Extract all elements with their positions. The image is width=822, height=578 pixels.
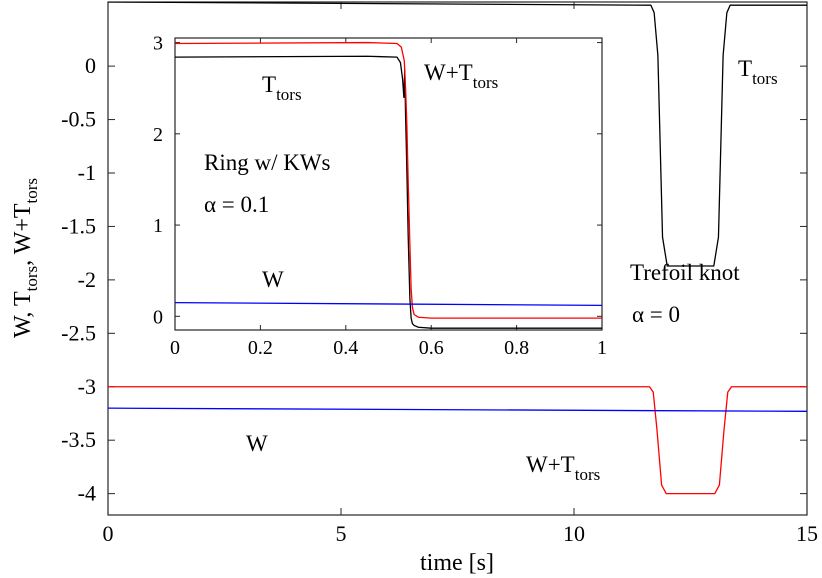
label-wttors-inset: W+Ttors (424, 60, 498, 92)
inset-series (175, 41, 602, 329)
label-ttors-inset-base: T (262, 72, 276, 97)
label-ttors-inset: Ttors (262, 72, 302, 104)
label-alpha-inset: α = 0.1 (204, 192, 269, 217)
y-axis-title-part1: W, T (10, 291, 36, 338)
main-series (108, 2, 807, 495)
main-ytick-label: -4 (78, 481, 96, 506)
y-axis-title-part2: , W+T (10, 203, 36, 266)
inset-series-line-1 (175, 41, 602, 319)
inset-series-line-2 (175, 301, 602, 307)
main-ytick-label: -3 (78, 374, 96, 399)
label-ttors-main: Ttors (738, 56, 778, 88)
main-ytick-label: -1 (78, 160, 96, 185)
inset-xtick-label: 0.4 (333, 337, 358, 359)
inset-ytick-label: 2 (153, 124, 163, 146)
main-xtick-label: 10 (563, 521, 585, 546)
inset-xtick-label: 0 (170, 337, 180, 359)
main-ytick-label: -2 (78, 267, 96, 292)
inset-ytick-label: 0 (153, 306, 163, 328)
label-wttors-inset-sub: tors (473, 73, 499, 92)
main-ytick-label: -3.5 (61, 427, 96, 452)
main-ytick-label: 0 (85, 53, 96, 78)
y-axis-title-sub1: tors (22, 266, 41, 292)
label-ttors-main-sub: tors (752, 69, 778, 88)
inset-xtick-label: 0.6 (419, 337, 444, 359)
main-ytick-label: -1.5 (61, 213, 96, 238)
y-axis-title-sub2: tors (22, 178, 41, 204)
main-xtick-label: 15 (796, 521, 818, 546)
label-ring-kws: Ring w/ KWs (204, 150, 331, 175)
inset-xtick-label: 1 (597, 337, 607, 359)
label-alpha-main: α = 0 (632, 302, 680, 327)
main-series-line-0 (108, 2, 807, 267)
label-wttors-main-sub: tors (575, 465, 601, 484)
inset-xtick-label: 0.2 (248, 337, 273, 359)
main-series-line-1 (108, 386, 807, 495)
inset-ytick-label: 1 (153, 215, 163, 237)
label-wttors-main-base: W+T (526, 452, 575, 477)
label-ttors-inset-sub: tors (276, 85, 302, 104)
inset-series-line-0 (175, 55, 602, 329)
label-wttors-inset-base: W+T (424, 60, 473, 85)
inset-ticks: 0 0.2 0.4 0.6 0.8 1 0 1 2 3 (153, 33, 607, 359)
label-trefoil-knot: Trefoil knot (630, 260, 740, 285)
y-axis-title: W, Ttors, W+Ttors (10, 178, 41, 338)
label-w-main: W (246, 431, 268, 456)
inset-ytick-label: 3 (153, 33, 163, 55)
main-xtick-label: 5 (336, 521, 347, 546)
label-w-inset: W (262, 267, 284, 292)
label-ttors-main-base: T (738, 56, 752, 81)
main-ytick-label: -2.5 (61, 320, 96, 345)
inset-xtick-label: 0.8 (504, 337, 529, 359)
inset-plot-frame (174, 37, 603, 331)
label-wttors-main: W+Ttors (526, 452, 600, 484)
main-xtick-label: 0 (103, 521, 114, 546)
x-axis-title: time [s] (420, 550, 494, 576)
main-series-line-2 (108, 407, 807, 412)
main-ytick-label: -0.5 (61, 107, 96, 132)
